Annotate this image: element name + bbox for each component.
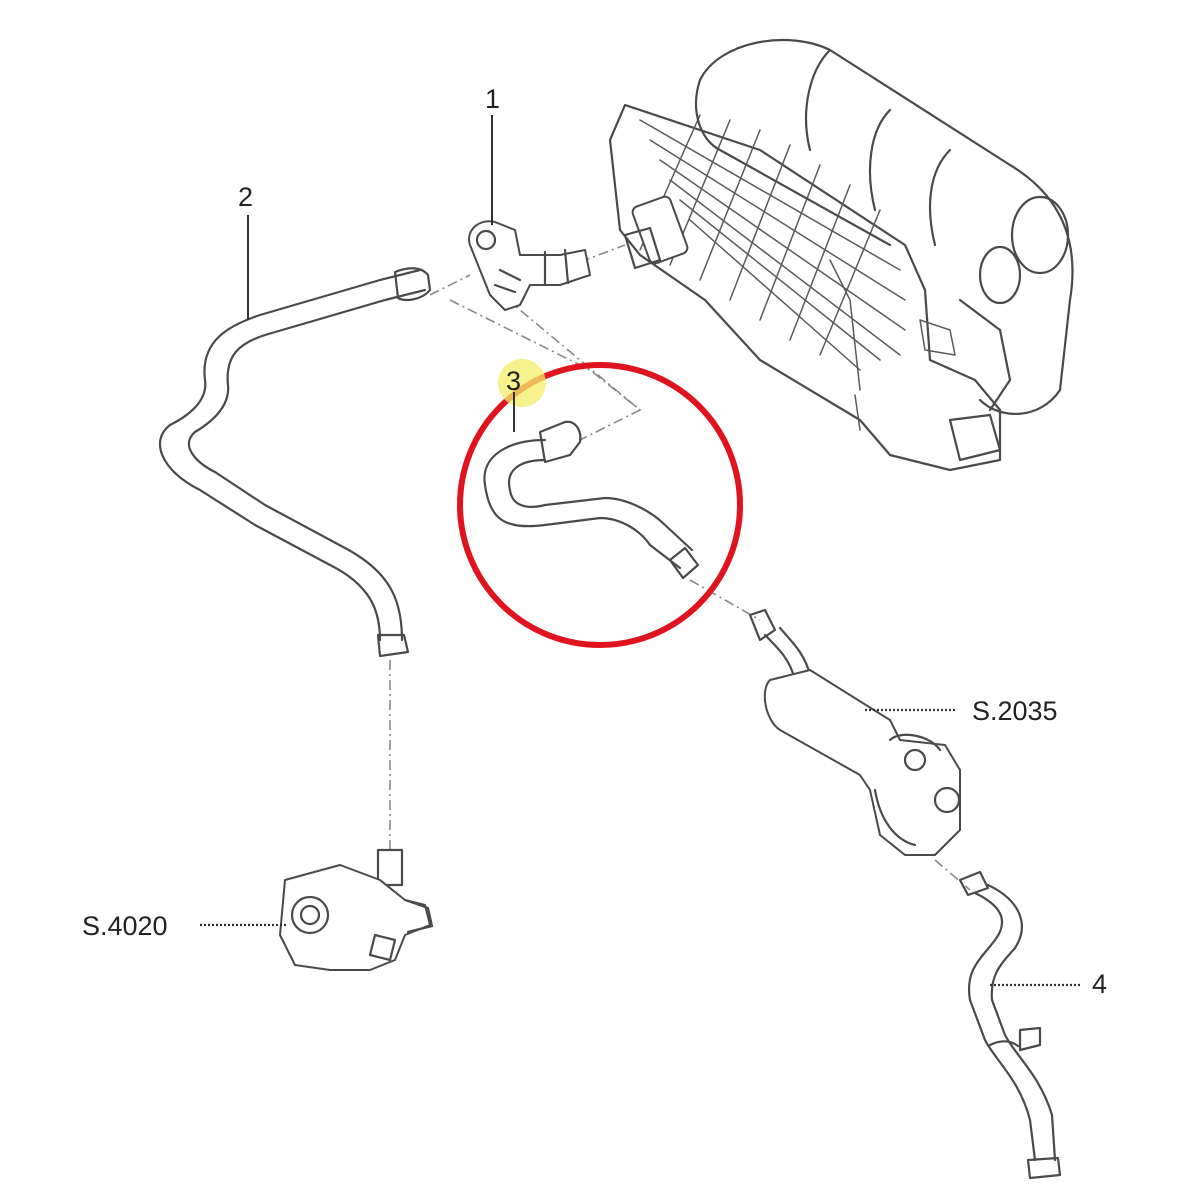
- part-4-hose: [958, 870, 1062, 1180]
- label-part-1: 1: [485, 84, 500, 114]
- s4020-component: [279, 848, 434, 971]
- part-1-connector: [468, 220, 591, 311]
- leader-lines: [200, 115, 1080, 987]
- highlight-circle: [457, 362, 743, 648]
- label-part-4: 4: [1092, 969, 1107, 999]
- part-2-hose: [158, 267, 432, 658]
- heater-housing: [608, 38, 1074, 472]
- label-s2035: S.2035: [972, 696, 1058, 726]
- label-part-3: 3: [506, 366, 521, 396]
- label-part-2: 2: [238, 182, 253, 212]
- s2035-component: [748, 608, 961, 856]
- part-3-hose: [483, 420, 700, 580]
- label-s4020: S.4020: [82, 911, 168, 941]
- highlight-marker: [498, 359, 546, 407]
